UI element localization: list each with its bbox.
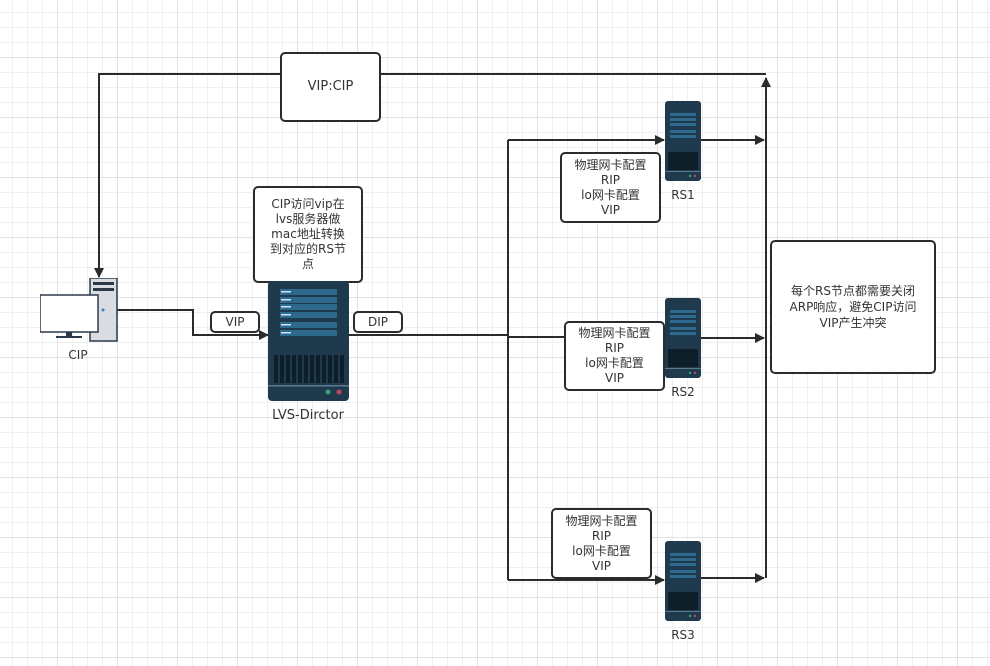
rs3-server-icon [665, 541, 701, 621]
lvs-director-server-icon [268, 281, 349, 401]
rs2-server-icon [665, 298, 701, 378]
client-to-director-line [117, 309, 269, 340]
rs2-note-text: 物理网卡配置 RIP lo网卡配置 VIP [578, 326, 651, 385]
arp-note-text: 每个RS节点都需要关闭 ARP响应，避免CIP访问 VIP产生冲突 [789, 284, 917, 330]
director-label: LVS-Dirctor [272, 408, 344, 423]
rs1-note-text: 物理网卡配置 RIP lo网卡配置 VIP [574, 157, 647, 217]
client-computer-icon [39, 277, 120, 342]
dip-tag: DIP [353, 311, 403, 333]
rs3-note-box: 物理网卡配置 RIP lo网卡配置 VIP [551, 508, 652, 579]
vip-tag: VIP [210, 311, 260, 333]
return-left-line [94, 73, 280, 278]
arp-note-box: 每个RS节点都需要关闭 ARP响应，避免CIP访问 VIP产生冲突 [770, 240, 936, 374]
vip-cip-label: VIP:CIP [307, 79, 354, 94]
rs1-label: RS1 [671, 188, 695, 202]
vip-tag-text: VIP [225, 315, 245, 329]
rs2-note-box: 物理网卡配置 RIP lo网卡配置 VIP [564, 321, 665, 391]
dip-tag-text: DIP [367, 315, 388, 329]
vip-cip-box: VIP:CIP [280, 52, 381, 122]
rs3-note-text: 物理网卡配置 RIP lo网卡配置 VIP [565, 513, 638, 573]
client-label: CIP [68, 348, 88, 362]
director-note-box: CIP访问vip在 lvs服务器做 mac地址转换 到对应的RS节 点 [253, 186, 363, 283]
rs3-label: RS3 [671, 628, 695, 642]
rs1-note-box: 物理网卡配置 RIP lo网卡配置 VIP [560, 152, 661, 223]
rs2-label: RS2 [671, 385, 695, 399]
director-note-text: CIP访问vip在 lvs服务器做 mac地址转换 到对应的RS节 点 [270, 197, 346, 271]
rs1-server-icon [665, 101, 701, 181]
